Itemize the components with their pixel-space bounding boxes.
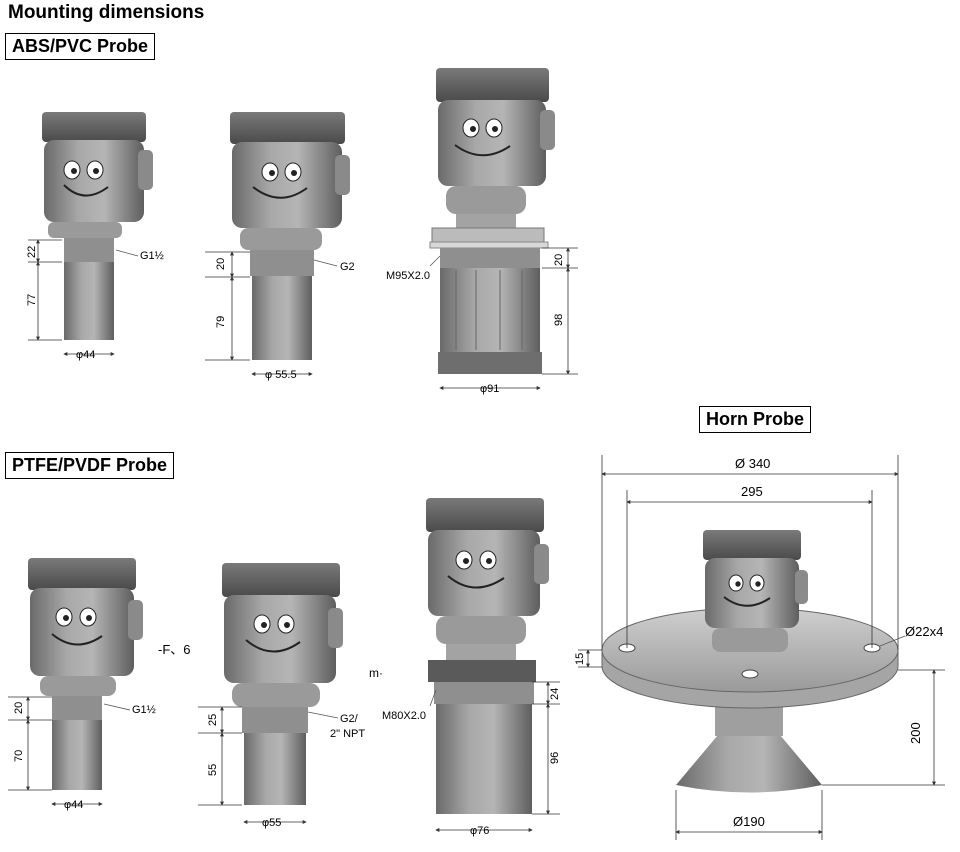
ptfe-probe-3-dimensions: 24 96 M80X2.0 φ76 (382, 681, 561, 837)
face-icon (723, 574, 771, 607)
ptfe-probe-3-length: 96 (549, 752, 561, 764)
ptfe-probe-2-figure (222, 563, 343, 805)
ptfe-probe-1-diameter: φ44 (64, 799, 83, 811)
abs-probe-3-diameter: φ91 (480, 383, 499, 395)
ptfe-probe-3-thread: M80X2.0 (382, 710, 426, 722)
abs-probe-2-length: 79 (215, 316, 227, 328)
ptfe-probe-2-diameter: φ55 (262, 817, 281, 829)
abs-probe-2-thread: G2 (340, 261, 355, 273)
abs-probe-1-top: 22 (26, 246, 38, 258)
horn-flange-thickness: 15 (574, 653, 586, 665)
abs-probe-3-dimensions: 20 98 M95X2.0 φ91 (386, 247, 578, 395)
ptfe-probe-2-thread: G2/ (340, 713, 359, 725)
abs-probe-3-top: 20 (553, 254, 565, 266)
page-title: Mounting dimensions (8, 2, 205, 23)
horn-outer-diameter: Ø 340 (735, 456, 770, 471)
abs-probe-3-figure (429, 68, 555, 374)
horn-holes: Ø22x4 (905, 624, 943, 639)
abs-probe-2-figure (230, 112, 350, 360)
abs-probe-2-dimensions: 20 79 G2 φ 55.5 (205, 251, 355, 381)
face-icon (245, 614, 301, 653)
abs-probe-2-top: 20 (215, 258, 227, 270)
ptfe-probe-2-top: 25 (207, 714, 219, 726)
ptfe-probe-3-figure (426, 498, 549, 814)
abs-probe-3-thread: M95X2.0 (386, 270, 430, 282)
stray-text-1: -F、6 (158, 642, 191, 657)
ptfe-probe-1-dimensions: 20 70 G1½ φ44 (8, 696, 156, 811)
horn-diameter: Ø190 (733, 814, 765, 829)
ptfe-probe-1-length: 70 (13, 750, 25, 762)
stray-text-2: m· (369, 666, 383, 680)
abs-probe-1-length: 77 (26, 294, 38, 306)
ptfe-probe-2-dimensions: 25 55 G2/ 2" NPT φ55 (198, 706, 365, 829)
face-icon (63, 160, 109, 197)
abs-probe-2-diameter: φ 55.5 (265, 369, 297, 381)
abs-probe-1-diameter: φ44 (76, 349, 95, 361)
face-icon (454, 118, 511, 157)
abs-probe-3-length: 98 (553, 314, 565, 326)
ptfe-probe-1-top: 20 (13, 702, 25, 714)
section-label-horn: Horn Probe (699, 406, 812, 433)
section-label-abs-pvc: ABS/PVC Probe (5, 33, 156, 60)
ptfe-probe-2-length: 55 (207, 764, 219, 776)
ptfe-probe-3-top: 24 (549, 688, 561, 700)
abs-probe-1-thread: G1½ (140, 250, 164, 262)
horn-height: 200 (908, 722, 923, 744)
ptfe-probe-2-thread-npt: 2" NPT (330, 728, 365, 740)
face-icon (447, 550, 505, 589)
abs-probe-1-figure (42, 112, 153, 340)
ptfe-probe-1-figure (28, 558, 143, 790)
horn-probe-figure (601, 530, 899, 793)
face-icon (252, 162, 308, 199)
face-icon (51, 607, 103, 646)
ptfe-probe-1-thread: G1½ (132, 704, 156, 716)
abs-probe-1-dimensions: 22 77 G1½ φ44 (26, 239, 164, 361)
section-label-ptfe-pvdf: PTFE/PVDF Probe (5, 452, 175, 479)
horn-probe-dimensions: Ø 340 295 Ø22x4 15 200 Ø190 (574, 455, 945, 840)
ptfe-probe-3-diameter: φ76 (470, 825, 489, 837)
horn-bolt-circle: 295 (741, 484, 763, 499)
